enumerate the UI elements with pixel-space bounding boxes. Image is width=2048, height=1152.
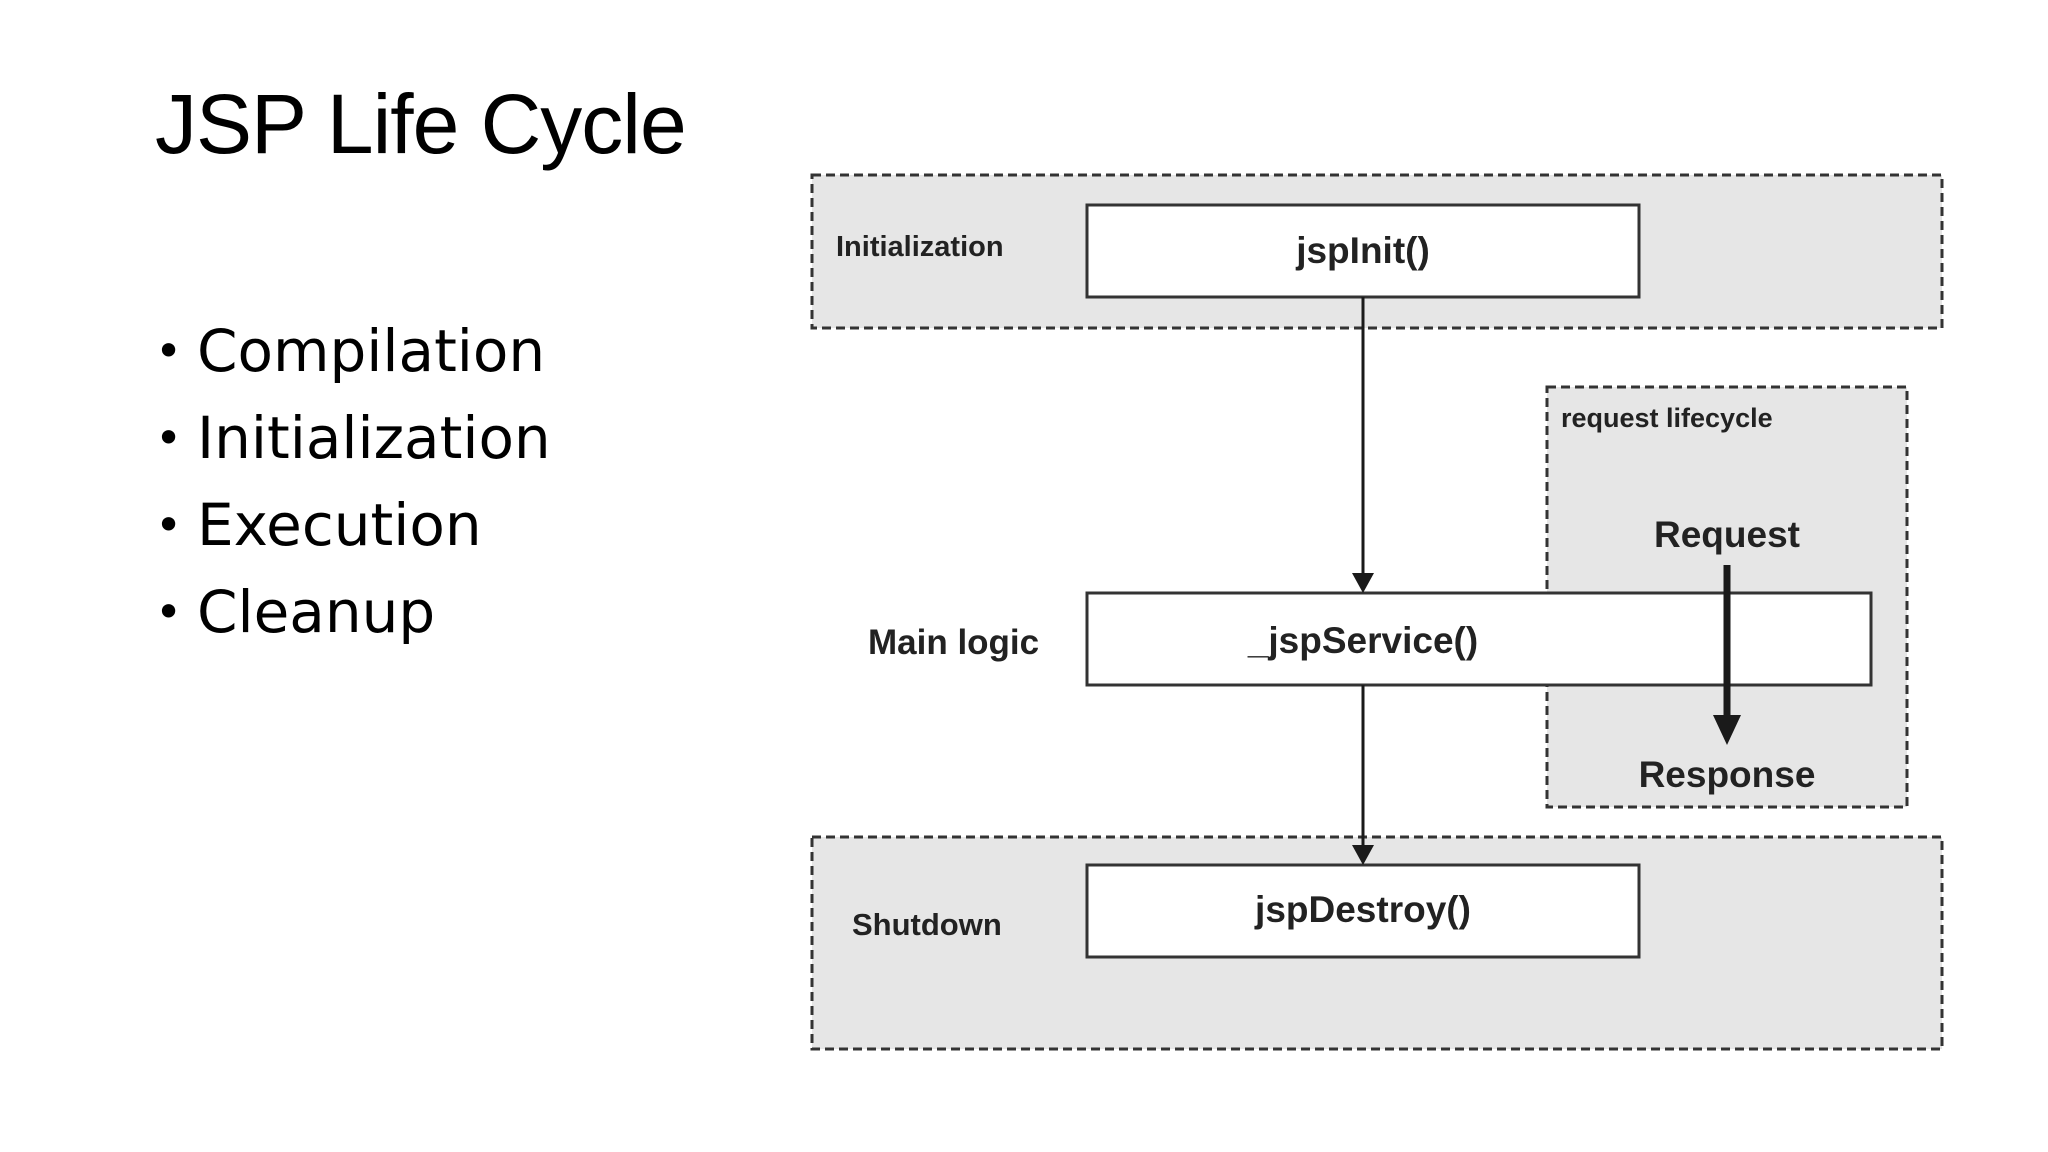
jsp-init-method: jspInit() (1295, 230, 1430, 271)
init-to-service-arrowhead (1352, 573, 1374, 593)
jsp-destroy-method: jspDestroy() (1254, 889, 1471, 930)
jsp-destroy-box (1085, 863, 1641, 959)
request-lifecycle-label: request lifecycle (1561, 403, 1773, 433)
shutdown-label: Shutdown (852, 907, 1002, 942)
bullet-execution: Execution (155, 482, 551, 569)
bullet-list: Compilation Initialization Execution Cle… (155, 308, 551, 656)
main-logic-label: Main logic (868, 623, 1039, 662)
slide-title: JSP Life Cycle (155, 77, 687, 171)
initialization-label: Initialization (836, 231, 1004, 263)
bullet-initialization: Initialization (155, 395, 551, 482)
bullet-compilation: Compilation (155, 308, 551, 395)
jsp-service-box (1085, 591, 1873, 687)
request-response-arrowhead (1713, 715, 1741, 745)
response-label: Response (1639, 754, 1816, 795)
service-to-destroy-arrowhead (1352, 845, 1374, 865)
jsp-service-method: _jspService() (1247, 620, 1478, 661)
jsp-init-box (1085, 203, 1641, 299)
bullet-cleanup: Cleanup (155, 569, 551, 656)
request-label: Request (1654, 514, 1800, 555)
